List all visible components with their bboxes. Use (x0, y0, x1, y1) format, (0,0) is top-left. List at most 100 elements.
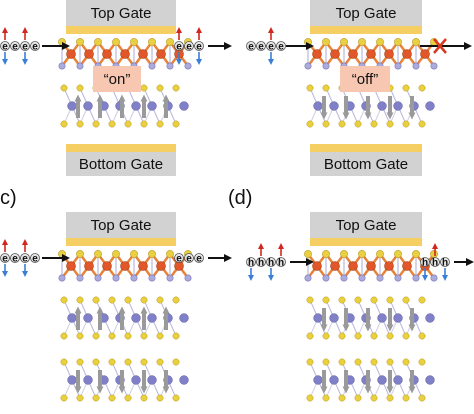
atom (140, 394, 148, 402)
carrier-symbol: h (422, 258, 428, 269)
atom (322, 38, 330, 46)
atom (148, 250, 156, 258)
atom (338, 332, 346, 340)
atom (84, 49, 94, 59)
carrier (194, 41, 204, 51)
atom (376, 250, 384, 258)
atom (394, 250, 402, 258)
carrier (430, 257, 440, 267)
atom (386, 332, 394, 340)
atom (148, 38, 156, 46)
atom (60, 332, 68, 340)
atom (172, 120, 180, 128)
atom (354, 332, 362, 340)
atom (76, 38, 84, 46)
atom (425, 101, 435, 111)
atom (108, 296, 116, 304)
carrier (30, 41, 40, 51)
upper-layer (58, 38, 192, 70)
atom (138, 261, 148, 271)
bottom-gate-label: Bottom Gate (324, 156, 408, 173)
bottom-gate-box (66, 152, 176, 176)
carrier-symbol: e (22, 42, 28, 53)
atom (92, 120, 100, 128)
carrier-symbol: h (258, 258, 264, 269)
atom (430, 274, 438, 282)
carrier (440, 257, 450, 267)
atom (92, 358, 100, 366)
atom (94, 274, 102, 282)
atom (166, 250, 174, 258)
atom (304, 250, 312, 258)
atom (418, 394, 426, 402)
atom (338, 120, 346, 128)
carrier-symbol: e (32, 42, 38, 53)
atom (425, 313, 435, 323)
bottom-layer (60, 358, 189, 402)
atom (92, 296, 100, 304)
atom (322, 62, 330, 70)
atom (179, 313, 189, 323)
atom (156, 49, 166, 59)
top-gate-electrode (310, 26, 422, 34)
carrier (174, 253, 184, 263)
atom (394, 274, 402, 282)
atom (322, 394, 330, 402)
carrier (276, 257, 286, 267)
atom (329, 313, 339, 323)
atom (340, 38, 348, 46)
atom (313, 101, 323, 111)
atom (412, 274, 420, 282)
atom (166, 62, 174, 70)
carrier-symbol: e (278, 42, 284, 53)
atom (112, 274, 120, 282)
state-bubble (93, 66, 141, 92)
atom (124, 358, 132, 366)
atom (329, 101, 339, 111)
atom (108, 332, 116, 340)
carrier (0, 253, 10, 263)
atom (76, 332, 84, 340)
atom (306, 84, 314, 92)
carrier-symbol: h (432, 258, 438, 269)
atom (66, 261, 76, 271)
atom (430, 62, 438, 70)
carrier-symbol: e (2, 42, 8, 53)
carrier (10, 253, 20, 263)
atom (313, 375, 323, 385)
state-label: “off” (352, 71, 378, 88)
atom (370, 394, 378, 402)
atom (130, 274, 138, 282)
carrier (266, 41, 276, 51)
atom (304, 274, 312, 282)
carrier-symbol: e (176, 254, 182, 265)
atom (418, 358, 426, 366)
carrier-symbol: e (176, 42, 182, 53)
atom (402, 394, 410, 402)
atom (354, 296, 362, 304)
atom (386, 120, 394, 128)
atom (377, 375, 387, 385)
atom (338, 358, 346, 366)
atom (338, 394, 346, 402)
atom (420, 49, 430, 59)
atom (402, 296, 410, 304)
atom (112, 38, 120, 46)
atom (108, 394, 116, 402)
carrier-symbol: e (258, 42, 264, 53)
atom (306, 358, 314, 366)
top-gate-label: Top Gate (91, 217, 152, 234)
upper-layer (304, 38, 438, 70)
carrier (20, 253, 30, 263)
atom (184, 62, 192, 70)
atom (156, 296, 164, 304)
atom (402, 358, 410, 366)
atom (386, 358, 394, 366)
atom (329, 375, 339, 385)
atom (322, 332, 330, 340)
atom (67, 313, 77, 323)
carrier (184, 253, 194, 263)
atom (304, 38, 312, 46)
